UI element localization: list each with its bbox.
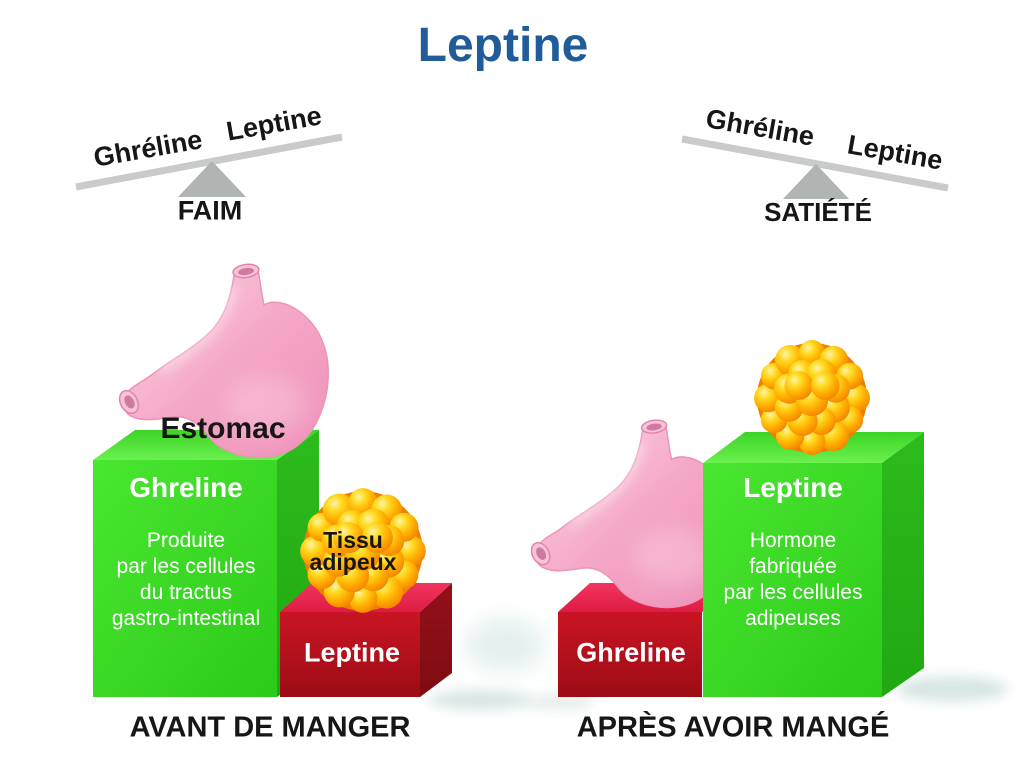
description-line: Hormone xyxy=(749,529,837,552)
description-line: adipeuses xyxy=(745,607,841,630)
shadows xyxy=(428,618,1008,710)
leptin-block-description: Hormone fabriquée par les cellules adipe… xyxy=(724,528,863,632)
leptin-block-after xyxy=(703,432,924,697)
leptin-block-title-before: Leptine xyxy=(303,637,401,668)
ghrelin-block-title-before: Ghreline xyxy=(129,472,243,503)
caption-after-eating: APRÈS AVOIR MANGÉ xyxy=(576,711,890,744)
description-line: gastro-intestinal xyxy=(111,607,261,630)
fulcrum-left xyxy=(178,161,246,197)
seesaw-beam-right xyxy=(681,135,949,192)
description-line: Produite xyxy=(146,529,226,552)
seesaw-left xyxy=(75,133,343,197)
stomach-label: Estomac xyxy=(160,412,286,445)
seesaw-beam-left xyxy=(75,133,343,191)
leptin-block-title-after: Leptine xyxy=(743,472,843,503)
description-line: du tractus xyxy=(139,581,233,604)
stomach-illustration-after xyxy=(528,419,734,608)
fat-tissue-label-line: Tissu xyxy=(323,527,383,553)
description-line: par les cellules xyxy=(116,555,256,578)
fat-tissue-label-line: adipeux xyxy=(309,549,397,575)
description-line: par les cellules xyxy=(723,581,863,604)
satiety-label: SATIÉTÉ xyxy=(764,197,872,227)
fulcrum-right xyxy=(783,164,849,199)
seesaw-right xyxy=(681,135,949,199)
before-group xyxy=(93,263,452,697)
description-line: fabriquée xyxy=(749,555,837,578)
after-group xyxy=(528,340,924,697)
page-title: Leptine xyxy=(417,19,589,72)
fat-tissue-label: Tissu adipeux xyxy=(309,527,397,575)
hunger-label: FAIM xyxy=(177,195,243,226)
ghrelin-block-title-after: Ghreline xyxy=(576,637,686,668)
caption-before-eating: AVANT DE MANGER xyxy=(129,711,411,744)
ghrelin-block-description: Produite par les cellules du tractus gas… xyxy=(112,528,260,632)
